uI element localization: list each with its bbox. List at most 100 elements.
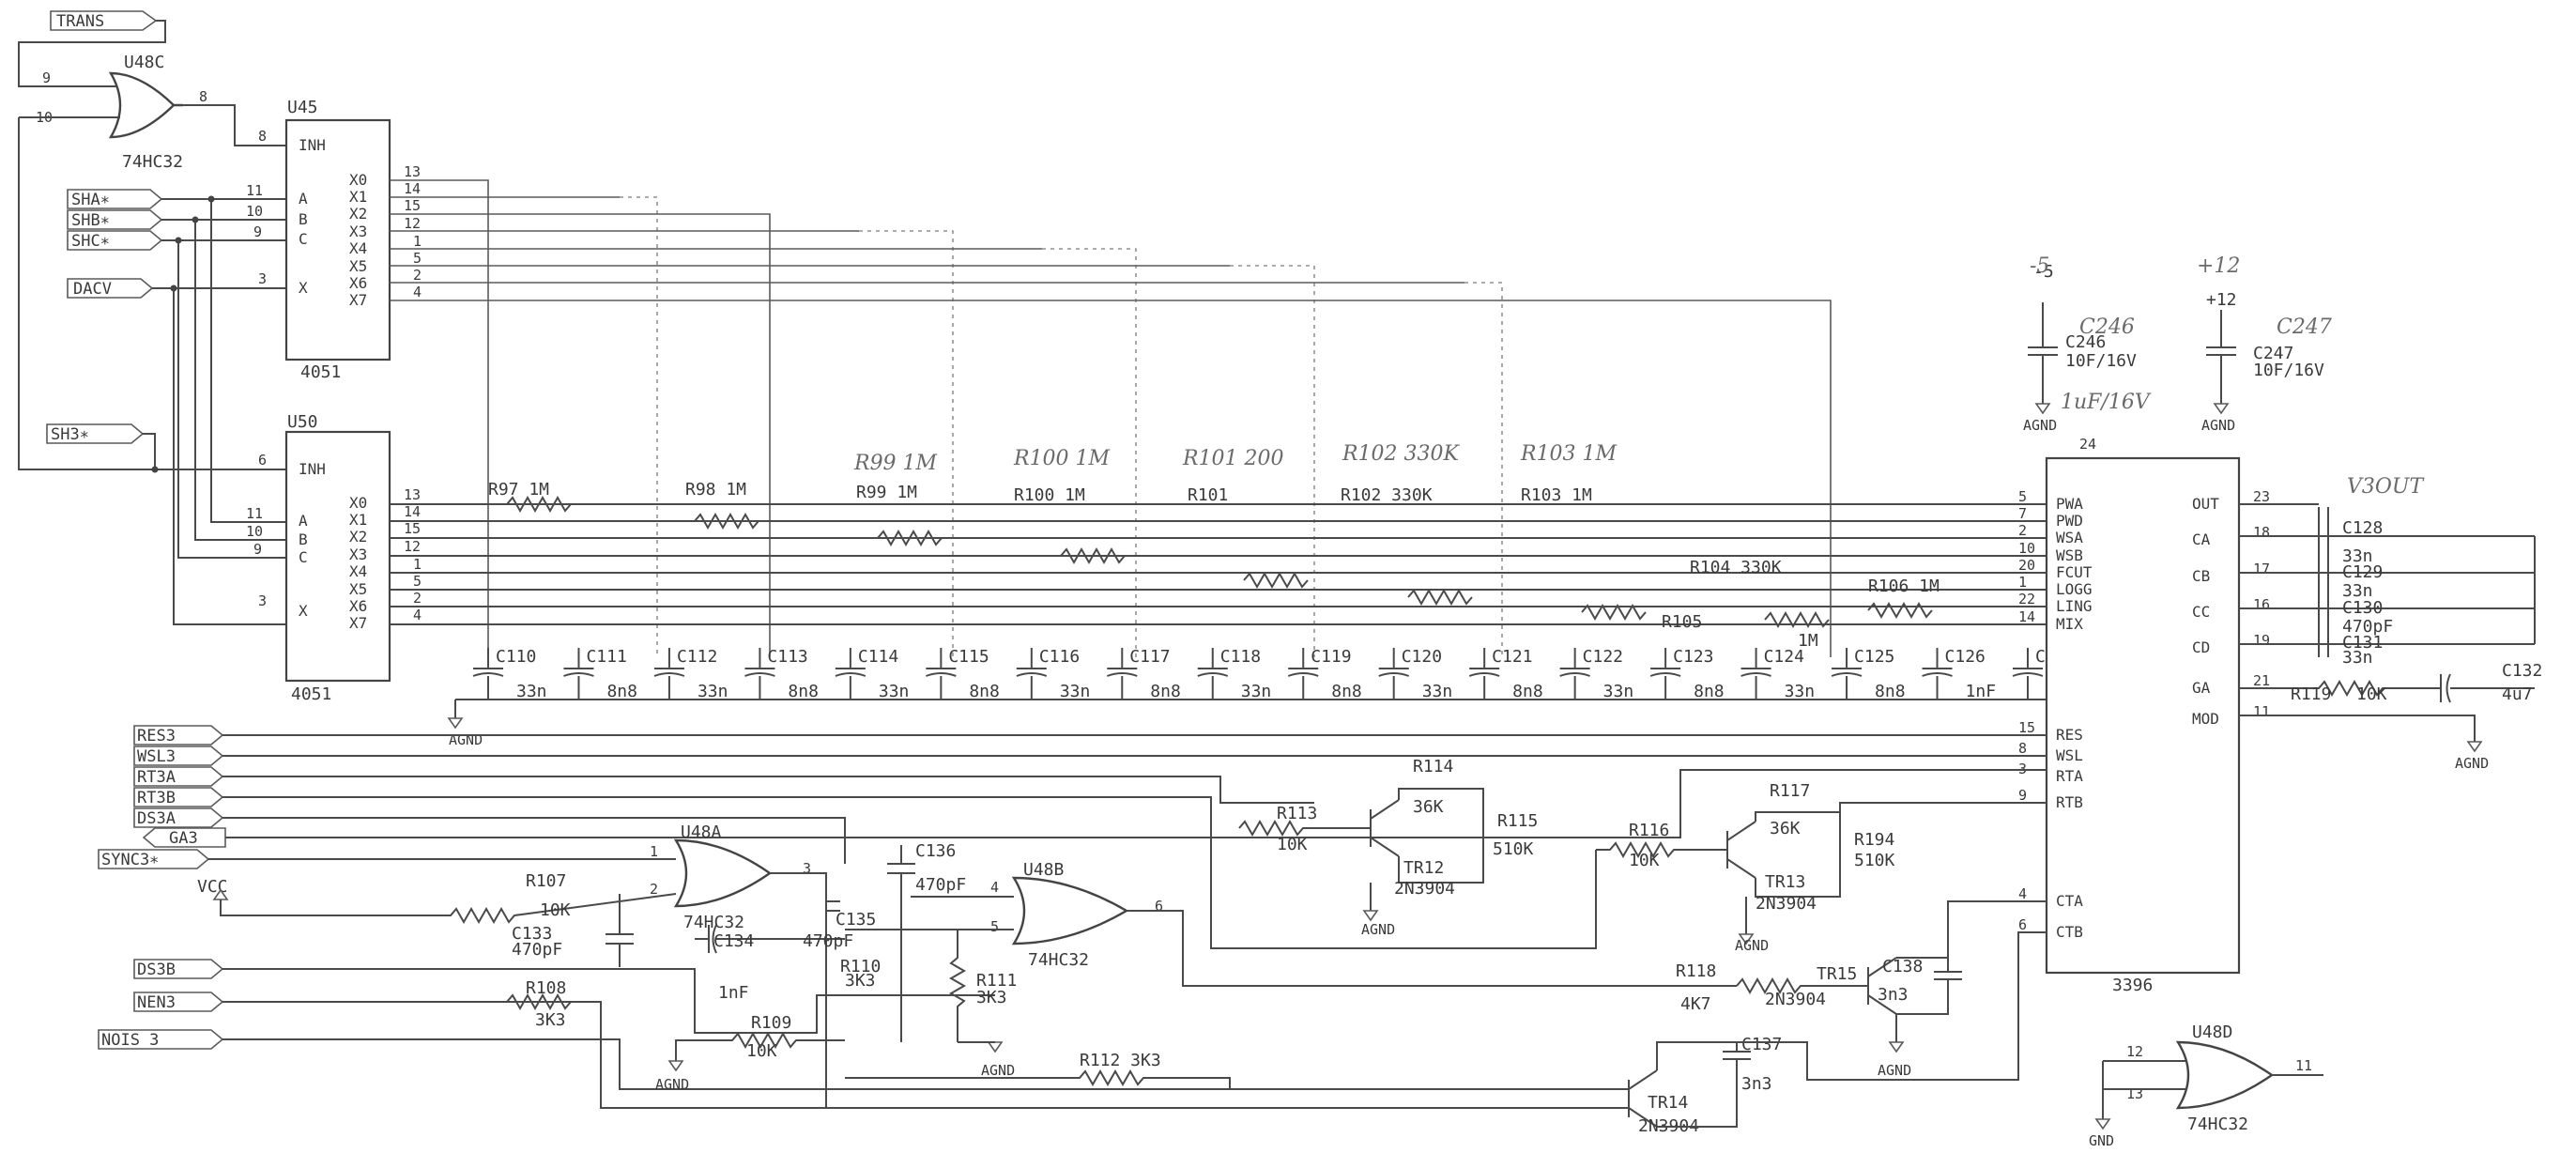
handwritten-annotations: R99 1M R100 1M R101 200 R102 330K R103 1…	[853, 442, 1618, 475]
pin-name-ctb: CTB	[2056, 923, 2083, 941]
svg-text:-5: -5	[2030, 254, 2049, 278]
svg-text:C123: C123	[1673, 647, 1713, 667]
pin-num-fcut: 20	[2018, 557, 2035, 574]
svg-text:33n: 33n	[1785, 682, 1816, 701]
svg-text:36K: 36K	[1770, 819, 1801, 838]
pin-name-ling: LING	[2056, 597, 2093, 615]
svg-text:36K: 36K	[1413, 797, 1444, 817]
pin-name-out: OUT	[2192, 495, 2219, 513]
svg-text:3: 3	[258, 592, 267, 609]
svg-text:33n: 33n	[2342, 546, 2373, 566]
svg-text:C114: C114	[858, 647, 898, 667]
svg-text:R107: R107	[526, 871, 566, 891]
svg-text:R101: R101	[1188, 485, 1228, 505]
port-shb: SHB∗	[67, 209, 286, 230]
port-trans: TRANS	[18, 10, 166, 87]
svg-text:10F/16V: 10F/16V	[2065, 351, 2137, 371]
svg-text:4: 4	[990, 879, 999, 896]
svg-text:R111: R111	[976, 971, 1017, 991]
svg-text:C120: C120	[1402, 647, 1442, 667]
svg-text:74HC32: 74HC32	[683, 913, 744, 932]
tr13-group: R116 10K R117 36K R194 510K TR13 2N3904 …	[1596, 781, 2047, 954]
svg-text:1nF: 1nF	[1966, 682, 1997, 701]
svg-text:2N3904: 2N3904	[1756, 894, 1817, 914]
svg-text:2N3904: 2N3904	[1394, 879, 1455, 899]
svg-text:INH: INH	[299, 460, 326, 478]
svg-text:TRANS: TRANS	[56, 12, 104, 31]
svg-text:C135: C135	[836, 910, 876, 930]
svg-text:5: 5	[413, 573, 422, 590]
svg-text:X3: X3	[349, 546, 367, 563]
svg-text:C134: C134	[713, 931, 754, 951]
svg-text:C132: C132	[2502, 661, 2542, 681]
pin-num-ga: 21	[2253, 672, 2270, 689]
svg-text:C118: C118	[1220, 647, 1261, 667]
port-sh3: SH3∗	[46, 423, 286, 473]
pin-name-ca: CA	[2192, 530, 2211, 548]
svg-text:X0: X0	[349, 171, 367, 189]
pin-num-wsa: 2	[2018, 522, 2027, 539]
svg-text:C122: C122	[1583, 647, 1623, 667]
svg-text:4u7: 4u7	[2502, 684, 2533, 704]
svg-text:R102 330K: R102 330K	[1341, 485, 1433, 505]
pin-num-wsl: 8	[2018, 740, 2027, 757]
pin-name-logg: LOGG	[2056, 580, 2093, 598]
svg-text:C: C	[299, 548, 308, 566]
svg-text:9: 9	[42, 69, 51, 86]
svg-text:3K3: 3K3	[535, 1010, 566, 1030]
svg-text:R113: R113	[1277, 804, 1317, 823]
svg-text:R100 1M: R100 1M	[1014, 485, 1085, 505]
svg-text:33n: 33n	[1241, 682, 1272, 701]
svg-text:6: 6	[258, 452, 267, 469]
svg-text:TR14: TR14	[1648, 1093, 1688, 1113]
chip-u45: U45 4051 INH A B C X X0 X1 X2 X3 X4 X5 X…	[246, 98, 422, 382]
svg-text:DACV: DACV	[73, 280, 112, 299]
svg-text:U45: U45	[287, 98, 318, 117]
svg-text:9: 9	[253, 541, 262, 558]
svg-text:33n: 33n	[1060, 682, 1091, 701]
svg-text:C138: C138	[1882, 957, 1923, 976]
svg-text:R115: R115	[1497, 811, 1538, 831]
svg-text:DS3B: DS3B	[137, 961, 176, 979]
svg-text:C126: C126	[1945, 647, 1986, 667]
svg-text:2: 2	[413, 590, 422, 607]
svg-text:13: 13	[404, 486, 421, 503]
svg-text:8n8: 8n8	[969, 682, 1000, 701]
lower-ports: RES3 WSL3 RT3A RT3B DS3A GA3 SYNC3∗ DS3B…	[98, 725, 2047, 1109]
svg-text:R103 1M: R103 1M	[1521, 485, 1592, 505]
pin-name-mix: MIX	[2056, 615, 2083, 633]
svg-text:33n: 33n	[1422, 682, 1453, 701]
svg-text:X3: X3	[349, 223, 367, 240]
svg-text:U50: U50	[287, 412, 318, 432]
capacitor-row: C11033nC1118n8C11233nC1138n8C11433nC1158…	[472, 647, 2087, 701]
svg-text:X2: X2	[349, 205, 367, 223]
svg-text:R100 1M: R100 1M	[1013, 447, 1111, 470]
pin-name-wsl: WSL	[2056, 746, 2083, 764]
svg-text:R99 1M: R99 1M	[853, 452, 938, 475]
svg-text:C246: C246	[2065, 332, 2106, 352]
svg-text:C247: C247	[2253, 344, 2293, 363]
svg-text:8: 8	[199, 88, 207, 105]
svg-text:TR13: TR13	[1765, 872, 1805, 892]
svg-text:X7: X7	[349, 614, 367, 632]
pin-name-wsb: WSB	[2056, 546, 2083, 564]
u50-outputs	[390, 503, 2047, 625]
svg-text:C111: C111	[586, 647, 626, 667]
svg-text:X5: X5	[349, 580, 367, 598]
svg-text:3n3: 3n3	[1741, 1074, 1772, 1094]
svg-text:X: X	[299, 602, 308, 620]
svg-text:B: B	[299, 530, 308, 548]
svg-text:33n: 33n	[2342, 648, 2373, 668]
svg-text:INH: INH	[299, 136, 326, 154]
svg-text:74HC32: 74HC32	[2187, 1115, 2248, 1134]
svg-text:R114: R114	[1413, 757, 1453, 776]
svg-text:3n3: 3n3	[1878, 985, 1909, 1005]
svg-text:33n: 33n	[879, 682, 910, 701]
svg-text:R112 3K3: R112 3K3	[1080, 1051, 1161, 1070]
svg-text:12: 12	[404, 215, 421, 232]
capacitor-c118: C118 33n	[1197, 647, 1272, 701]
